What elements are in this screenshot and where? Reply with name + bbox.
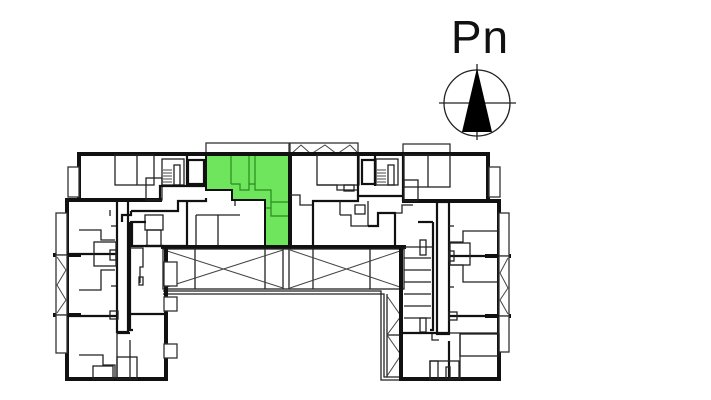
- courtyard-gallery: [161, 245, 406, 381]
- east-wing: [399, 199, 511, 381]
- north-arrow-icon: [439, 64, 516, 140]
- north-label: Pn: [450, 11, 510, 63]
- west-wing: [53, 198, 178, 381]
